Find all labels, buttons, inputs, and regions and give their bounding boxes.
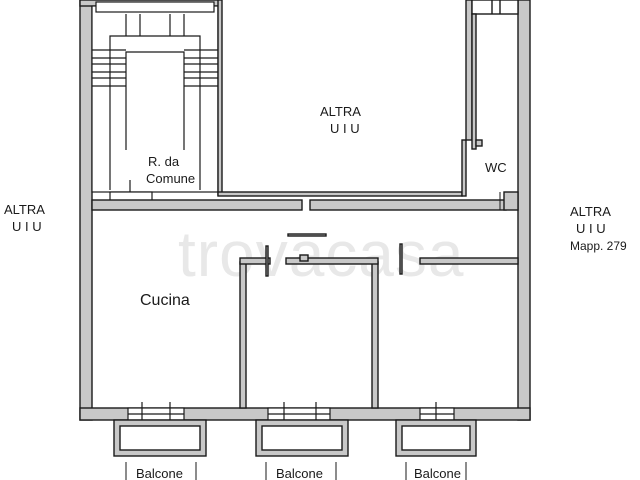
stairwell <box>91 1 219 203</box>
label-altra-right-1: ALTRA <box>570 204 611 219</box>
label-altra-top-2: U I U <box>330 121 360 136</box>
label-balcone-1: Balcone <box>136 466 183 480</box>
label-balcone-2: Balcone <box>276 466 323 480</box>
label-r-da-comune-2: Comune <box>146 171 195 186</box>
interior-walls <box>91 0 519 409</box>
label-altra-right-2: U I U <box>576 221 606 236</box>
label-altra-left-1: ALTRA <box>4 202 45 217</box>
label-wc: WC <box>485 160 507 175</box>
room-labels: ALTRA U I U ALTRA U I U ALTRA U I U Mapp… <box>4 104 627 480</box>
label-cucina: Cucina <box>140 292 190 309</box>
label-altra-right-3: Mapp. 279 <box>570 239 627 253</box>
label-altra-top-1: ALTRA <box>320 104 361 119</box>
balconies <box>113 419 477 480</box>
label-r-da-comune-1: R. da <box>148 154 180 169</box>
watermark: trovacasa <box>178 218 464 290</box>
label-altra-left-2: U I U <box>12 219 42 234</box>
label-balcone-3: Balcone <box>414 466 461 480</box>
